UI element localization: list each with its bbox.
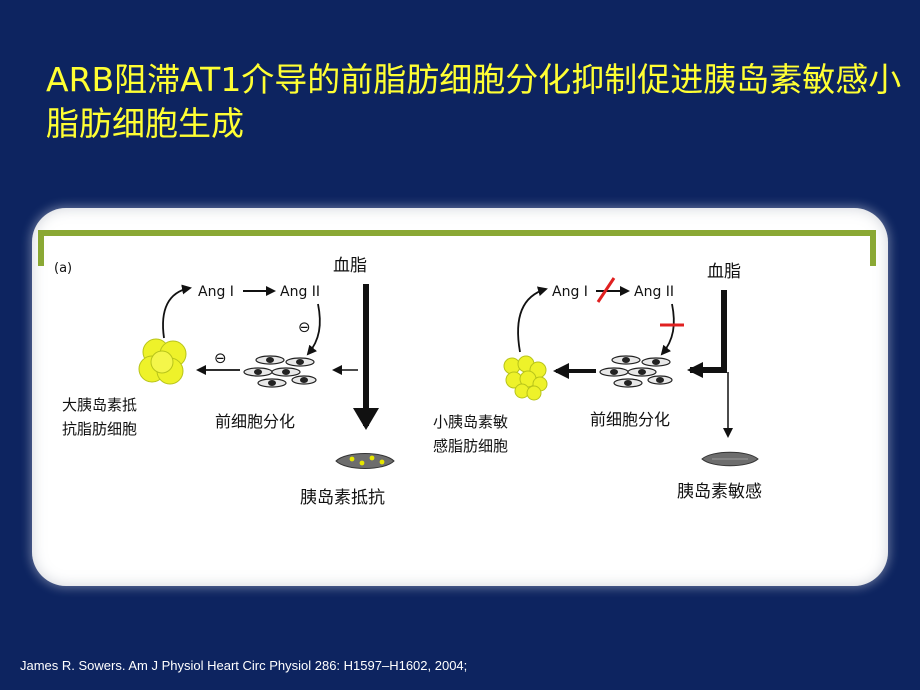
right-angii-arrow bbox=[660, 303, 675, 356]
green-bracket-decoration bbox=[38, 230, 876, 266]
right-insulin-sensitivity-label: 胰岛素敏感 bbox=[677, 482, 762, 502]
left-ang1-label: Ang I bbox=[198, 284, 234, 300]
right-pathway: Ang I Ang II 血脂 bbox=[433, 262, 762, 502]
right-small-adipocytes bbox=[503, 355, 548, 401]
right-ace-block-mark bbox=[596, 277, 616, 303]
left-preadipocyte-diff-label: 前细胞分化 bbox=[215, 412, 295, 431]
left-preadipocyte-cells bbox=[243, 355, 317, 388]
left-large-adipocytes bbox=[138, 338, 187, 385]
right-small-adipocyte-label-2: 感脂肪细胞 bbox=[433, 437, 508, 455]
left-large-adipocyte-label-1: 大胰岛素抵 bbox=[62, 396, 137, 414]
left-muscle-cell bbox=[335, 453, 395, 469]
panel-label: (a) bbox=[54, 261, 72, 276]
left-angii-inhibit-arrow bbox=[306, 303, 321, 356]
left-inhibit-symbol-2: ⊖ bbox=[214, 349, 227, 367]
right-small-adipocyte-label-1: 小胰岛素敏 bbox=[433, 413, 508, 431]
left-pathway: Ang I Ang II ⊖ 血脂 ⊖ bbox=[62, 256, 395, 508]
right-lipid-to-preadipocyte-arrow bbox=[687, 290, 727, 378]
left-insulin-resistance-label: 胰岛素抵抗 bbox=[300, 488, 385, 508]
left-large-adipocyte-label-2: 抗脂肪细胞 bbox=[62, 420, 137, 438]
citation: James R. Sowers. Am J Physiol Heart Circ… bbox=[20, 658, 468, 673]
right-preadipocyte-diff-label: 前细胞分化 bbox=[590, 410, 670, 429]
left-ang2-label: Ang II bbox=[280, 284, 320, 300]
right-ang2-label: Ang II bbox=[634, 284, 674, 300]
right-feedback-arrow bbox=[517, 286, 548, 353]
right-blood-lipid-label: 血脂 bbox=[707, 262, 741, 282]
left-feedback-arrow bbox=[162, 284, 192, 339]
left-blood-lipid-label: 血脂 bbox=[333, 256, 367, 276]
slide-title: ARB阻滞AT1介导的前脂肪细胞分化抑制促进胰岛素敏感小脂肪细胞生成 bbox=[46, 60, 902, 143]
figure-panel bbox=[32, 208, 888, 586]
right-ang1-label: Ang I bbox=[552, 284, 588, 300]
left-inhibit-symbol-1: ⊖ bbox=[298, 318, 311, 336]
right-muscle-cell bbox=[701, 451, 759, 467]
right-preadipocyte-cells bbox=[599, 355, 673, 388]
